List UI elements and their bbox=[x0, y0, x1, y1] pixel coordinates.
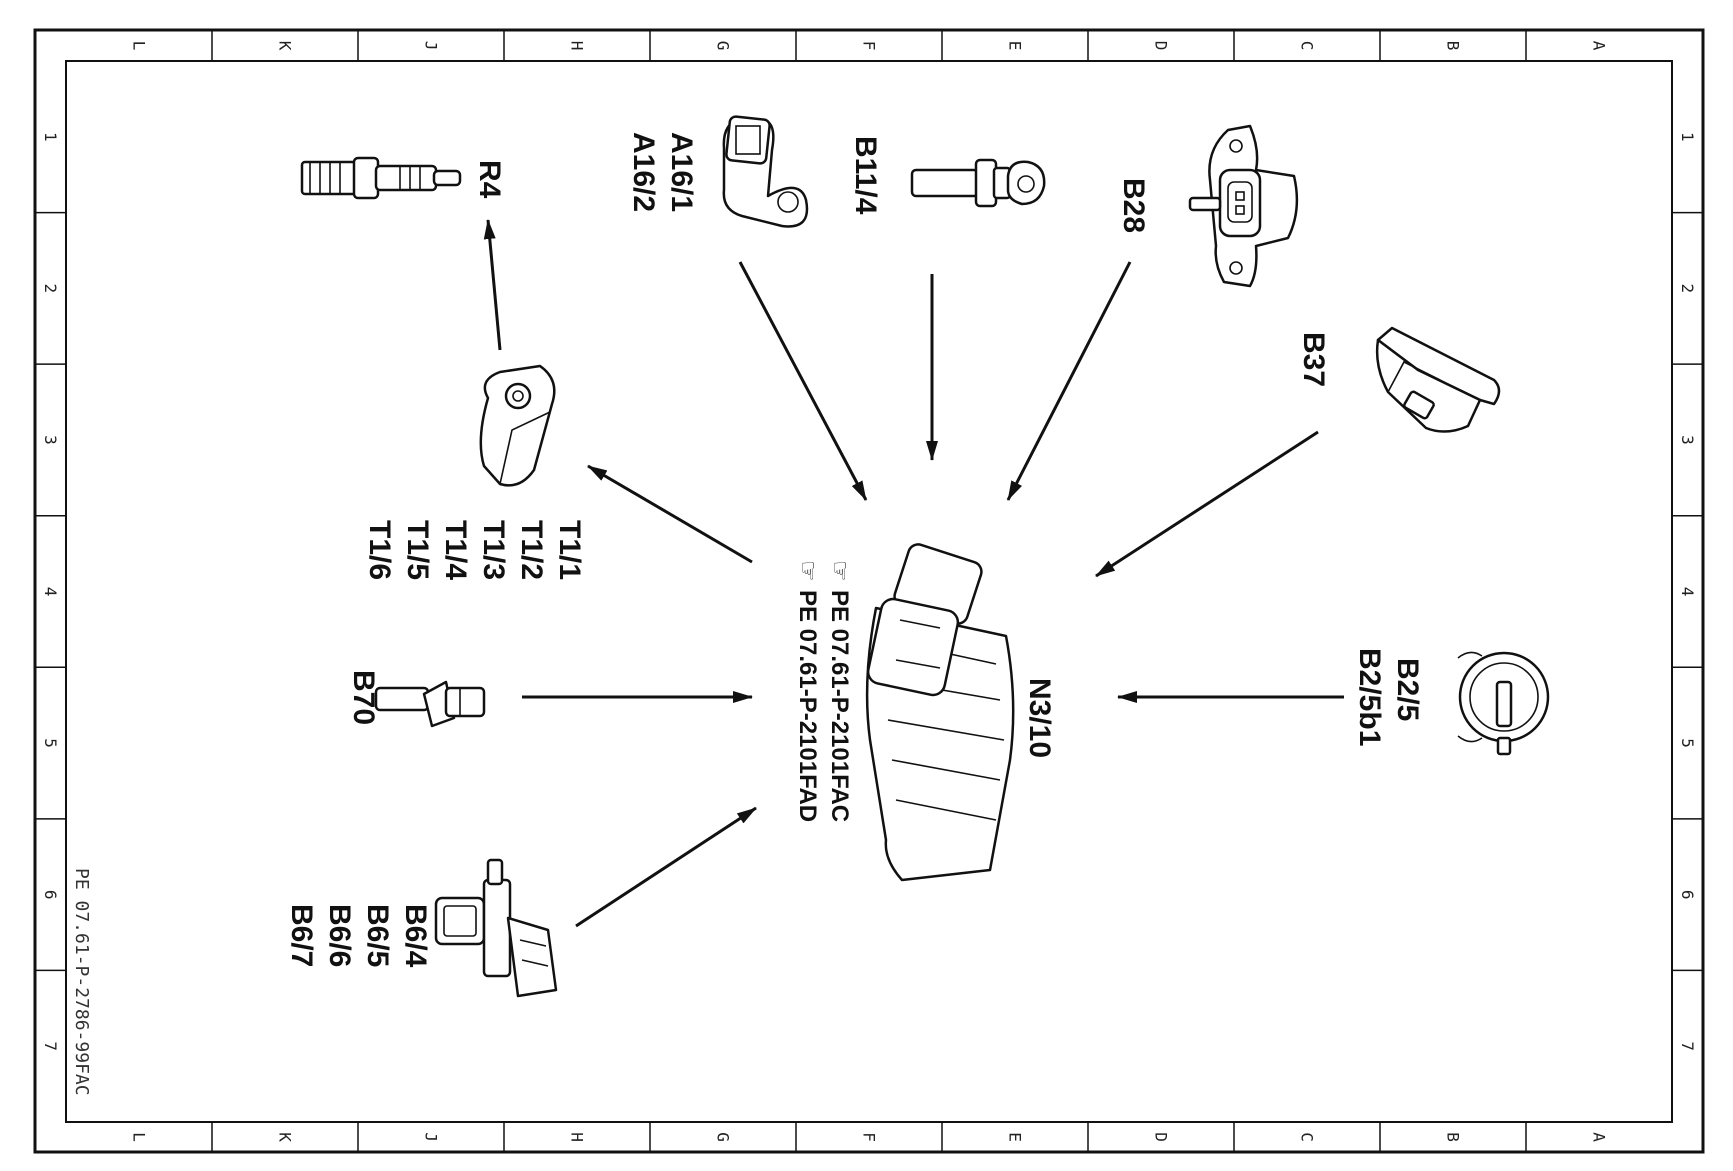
label-b2-5b1: B2/5b1 bbox=[1353, 648, 1386, 746]
arrow-from-pedal-sensor bbox=[1095, 430, 1319, 578]
zone-col-top: B bbox=[1443, 41, 1462, 51]
zone-col-bottom: G bbox=[713, 1132, 732, 1142]
document-id: PE 07.61-P-2786-99FAC bbox=[71, 868, 92, 1096]
zone-col-bottom: L bbox=[129, 1132, 148, 1142]
zone-row-left: 2 bbox=[41, 284, 60, 294]
zone-col-top: E bbox=[1005, 41, 1024, 51]
pedal-sensor-icon bbox=[1375, 326, 1501, 433]
reference-fad-text: PE 07.61-P-2101FAD bbox=[794, 590, 821, 822]
zone-row-left: 1 bbox=[41, 132, 60, 142]
zone-col-top: K bbox=[275, 41, 294, 51]
reference-fac[interactable]: ☞ PE 07.61-P-2101FAC bbox=[826, 560, 853, 822]
signal-arrows bbox=[483, 219, 1344, 928]
zone-col-top: H bbox=[567, 41, 586, 51]
label-b6-5: B6/5 bbox=[361, 904, 394, 967]
arrow-to-ignition-coil bbox=[587, 464, 753, 564]
arrow-to-spark-plug bbox=[483, 219, 502, 351]
label-b6-6: B6/6 bbox=[323, 904, 356, 967]
zone-col-top: A bbox=[1589, 41, 1608, 51]
label-b2-5: B2/5 bbox=[1391, 658, 1424, 721]
zone-col-bottom: H bbox=[567, 1132, 586, 1142]
zone-row-right: 5 bbox=[1678, 738, 1697, 748]
outer-frame bbox=[33, 28, 1705, 1154]
arrow-from-knock-sensor bbox=[738, 261, 868, 501]
zone-row-right: 1 bbox=[1678, 132, 1697, 142]
label-t1-4: T1/4 bbox=[439, 520, 472, 580]
zone-row-left: 5 bbox=[41, 738, 60, 748]
label-b28: B28 bbox=[1117, 178, 1150, 233]
zone-row-left: 4 bbox=[41, 587, 60, 597]
label-a16-2: A16/2 bbox=[627, 132, 660, 212]
zone-row-right: 3 bbox=[1678, 435, 1697, 445]
zone-row-right: 6 bbox=[1678, 890, 1697, 900]
zone-col-top: F bbox=[859, 41, 878, 51]
ecu-icon bbox=[865, 543, 1015, 882]
label-b70: B70 bbox=[347, 670, 380, 725]
label-a16-1: A16/1 bbox=[665, 132, 698, 212]
reference-fac-text: PE 07.61-P-2101FAC bbox=[826, 590, 853, 822]
label-b6-7: B6/7 bbox=[285, 904, 318, 967]
air-mass-sensor-icon bbox=[1457, 651, 1550, 756]
knock-sensor-icon bbox=[722, 115, 809, 228]
spark-plug-icon bbox=[300, 156, 462, 200]
zone-col-top: C bbox=[1297, 41, 1316, 51]
inner-frame bbox=[65, 60, 1673, 1123]
zone-col-bottom: B bbox=[1443, 1132, 1462, 1142]
zone-col-bottom: E bbox=[1005, 1132, 1024, 1142]
pressure-sensor-icon bbox=[1188, 124, 1299, 288]
reference-fad[interactable]: ☞ PE 07.61-P-2101FAD bbox=[794, 560, 821, 822]
zone-row-right: 4 bbox=[1678, 587, 1697, 597]
zone-ticks bbox=[35, 30, 1703, 1152]
crank-sensor-icon bbox=[374, 680, 486, 728]
label-b37: B37 bbox=[1297, 332, 1330, 387]
zone-labels: L L K K J J H H G G F F E E D D C C B B A A 1 1 2 2 3 3 4 4 5 5 6 6 7 7 bbox=[41, 41, 1697, 1143]
camshaft-sensor-icon bbox=[434, 858, 558, 998]
label-t1-5: T1/5 bbox=[401, 520, 434, 580]
pointing-hand-icon: ☞ bbox=[794, 560, 821, 582]
label-t1-6: T1/6 bbox=[363, 520, 396, 580]
zone-row-right: 7 bbox=[1678, 1041, 1697, 1051]
zone-col-bottom: J bbox=[421, 1132, 440, 1142]
label-t1-1: T1/1 bbox=[553, 520, 586, 580]
zone-col-top: D bbox=[1151, 41, 1170, 51]
zone-col-top: L bbox=[129, 41, 148, 51]
label-b6-4: B6/4 bbox=[399, 904, 432, 968]
label-b11-4: B11/4 bbox=[849, 136, 882, 215]
arrow-from-pressure-sensor bbox=[1006, 261, 1132, 501]
zone-col-bottom: K bbox=[275, 1132, 294, 1142]
zone-col-top: J bbox=[421, 41, 440, 51]
label-t1-3: T1/3 bbox=[477, 520, 510, 580]
coolant-temp-sensor-icon bbox=[910, 158, 1046, 208]
label-t1-2: T1/2 bbox=[515, 520, 548, 580]
label-r4: R4 bbox=[473, 160, 506, 199]
zone-col-top: G bbox=[713, 41, 732, 51]
zone-row-right: 2 bbox=[1678, 284, 1697, 294]
arrow-from-camshaft-sensor bbox=[575, 806, 757, 928]
label-n3-10: N3/10 bbox=[1023, 678, 1056, 758]
zone-col-bottom: C bbox=[1297, 1132, 1316, 1142]
zone-col-bottom: F bbox=[859, 1132, 878, 1142]
component-labels: R4 T1/1 T1/2 T1/3 T1/4 T1/5 T1/6 A16/1 A… bbox=[71, 132, 1424, 1096]
zone-row-left: 6 bbox=[41, 890, 60, 900]
pointing-hand-icon: ☞ bbox=[826, 560, 853, 582]
ignition-coil-icon bbox=[479, 364, 556, 487]
zone-row-left: 7 bbox=[41, 1041, 60, 1051]
zone-col-bottom: D bbox=[1151, 1132, 1170, 1142]
zone-row-left: 3 bbox=[41, 435, 60, 445]
zone-col-bottom: A bbox=[1589, 1132, 1608, 1142]
